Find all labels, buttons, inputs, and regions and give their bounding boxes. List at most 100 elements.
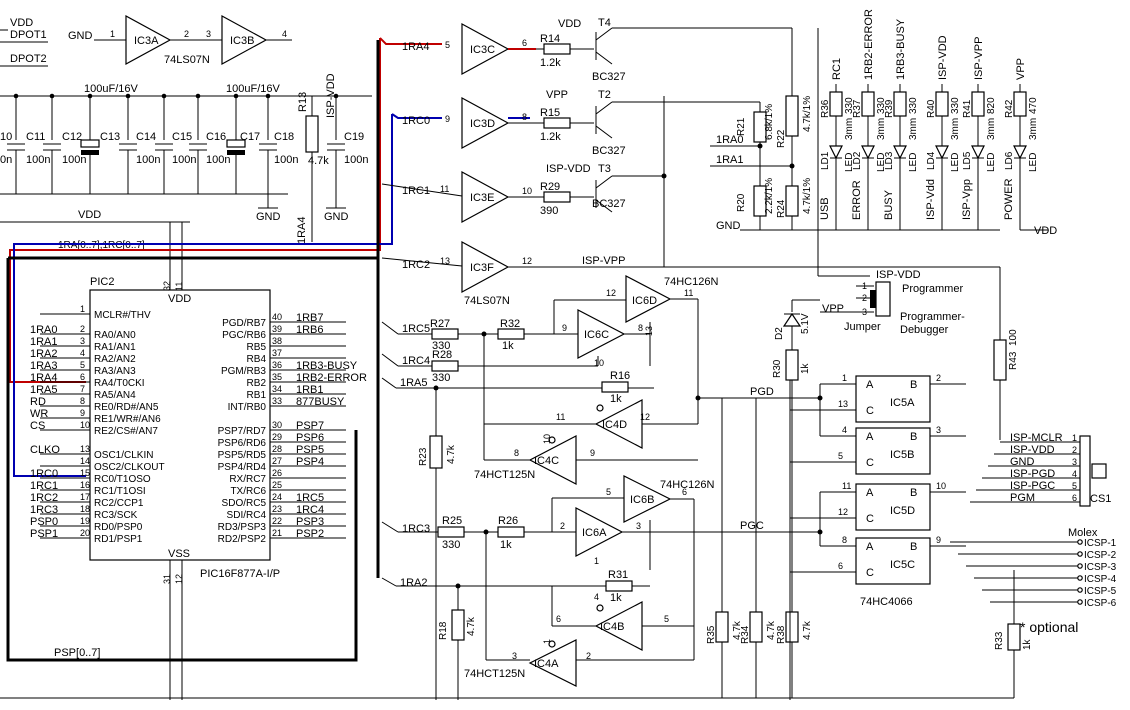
pic2-pin-number: 22 [272, 516, 282, 526]
c15-ref: C15 [172, 131, 192, 143]
pic2-left-net: PSP1 [30, 528, 58, 540]
led-resistor [935, 91, 949, 117]
icsp-pin-label: ICSP-2 [1084, 550, 1117, 561]
pgc-net: PGC [740, 520, 764, 532]
ic6c-pin8: 8 [638, 323, 643, 333]
hc4066-pin-c-number: 12 [838, 507, 848, 517]
ic4b-pin4: 4 [594, 592, 599, 602]
ic3c-label: IC3C [470, 44, 495, 56]
pic2-pin-number: 39 [272, 324, 282, 334]
r30-value: 1k [800, 362, 811, 374]
c14-ref: C14 [136, 131, 156, 143]
r27-resistor [431, 328, 459, 340]
pic2-pin31: 31 [162, 574, 172, 584]
icsp-pin-dot [1077, 587, 1083, 593]
led-word: LED [1028, 153, 1039, 172]
pic2-right-net: 1RB2-ERROR [296, 372, 367, 384]
r33-ref: R33 [994, 631, 1005, 650]
led-resistor-value: 470 [1028, 97, 1039, 114]
pic2-pin-name: MCLR#/THV [94, 310, 151, 321]
r31-ref: R31 [608, 569, 628, 581]
r23-ref: R23 [418, 447, 429, 466]
hc4066-switch [855, 375, 931, 423]
ic6b-part: 74HC126N [660, 479, 714, 491]
t3-isp-vdd: ISP-VDD [546, 163, 591, 175]
pic2-pin-name: OSC1/CLKIN [94, 450, 153, 461]
r23-resistor [429, 435, 443, 469]
ic4d-pin12: 12 [640, 412, 650, 422]
cs1-pin-name: PGM [1010, 492, 1035, 504]
jumper-header[interactable] [875, 281, 891, 317]
pic2-pin-name: RB4 [247, 354, 267, 365]
pgd-rc4: 1RC4 [402, 355, 430, 367]
r20-ref: R20 [736, 193, 747, 212]
ic6b-buffer [623, 475, 672, 523]
pic2-ref: PIC2 [90, 276, 114, 288]
pgd-ra5: 1RA5 [400, 377, 428, 389]
pic2-pin-number: 19 [80, 516, 90, 526]
pic2-right-net: 1RC4 [296, 504, 324, 516]
c16-junction [195, 93, 201, 99]
ic6a-pin3: 3 [636, 521, 641, 531]
led-ref: LD1 [820, 151, 831, 170]
hc4066-pin-c-number: 6 [838, 561, 843, 571]
pulldown-value: 4.7k [732, 620, 743, 640]
r21-ref: R21 [736, 117, 747, 136]
ic3e-pin10: 10 [522, 186, 532, 196]
ic4a-pin1: 1 [542, 639, 552, 644]
ic3e-label: IC3E [470, 192, 494, 204]
pic2-right-net: 1RB3-BUSY [296, 360, 358, 372]
ic6b-pin5: 5 [606, 487, 611, 497]
led-ref: LD2 [852, 151, 863, 170]
led-size: 3mm [1028, 118, 1039, 140]
r16-value: 1k [610, 393, 622, 405]
c15-junction [161, 93, 167, 99]
pgc-rc3: 1RC3 [402, 523, 430, 535]
c16-value: 100n [206, 154, 230, 166]
pulldown-value: 4.7k [766, 620, 777, 640]
icsp-pin-dot [1077, 599, 1083, 605]
led-resistor [893, 91, 907, 117]
ic6d-label: IC6D [632, 295, 657, 307]
led-net-label: 1RB2-ERROR [863, 9, 875, 80]
junction [817, 529, 823, 535]
pic2-pin-number: 33 [272, 396, 282, 406]
ic3c-pin5: 5 [445, 40, 450, 50]
dpot1-label: DPOT1 [10, 29, 47, 41]
jumper-shunt[interactable] [870, 290, 876, 308]
vdd-rail-label: VDD [78, 209, 101, 221]
cs1-rj-icon [1091, 463, 1107, 479]
hc4066-pin-b-label: B [910, 487, 917, 499]
pic2-body [89, 289, 271, 561]
pic2-pin-number: 15 [80, 468, 90, 478]
c18-ref: C18 [274, 131, 294, 143]
pic2-pin-number: 26 [272, 468, 282, 478]
jumper-pin1: 1 [862, 281, 867, 291]
isp-vpp-net: ISP-VPP [582, 255, 625, 267]
dpot2-label: DPOT2 [10, 53, 47, 65]
ic3c-pin6: 6 [522, 38, 527, 48]
pic2-pin-number: 5 [80, 360, 85, 370]
pic2-pin-name: PGC/RB6 [222, 330, 266, 341]
led-resistor-value: 330 [950, 97, 961, 114]
hc4066-switch [855, 483, 931, 531]
ic6d-pin11: 11 [684, 288, 693, 298]
r24-ref: R24 [776, 199, 787, 218]
hc4066-switch-ref: IC5A [890, 397, 915, 409]
drivers: 1RA4 5 IC3C 6 R14 1.2k 1RC0 9 IC3D 8 R15… [381, 17, 1000, 307]
pic2-pin-name: RA1/AN1 [94, 342, 136, 353]
c13-junction [87, 93, 93, 99]
d2-value: 5.1V [800, 313, 811, 334]
led-resistor-value: 820 [986, 97, 997, 114]
r32-resistor [497, 328, 525, 340]
pic16f877a: PIC2 VDD VSS PIC16F877A-I/P 32 11 31 12 … [30, 276, 367, 700]
r22-resistor [785, 95, 799, 137]
ra-rc-bus-label: 1RA[0..7],1RC[0..7] [58, 240, 145, 251]
div-ra1: 1RA1 [716, 154, 744, 166]
r28-value: 330 [432, 372, 450, 384]
pic2-pin-name: RE2/CS#/AN7 [94, 426, 158, 437]
pic2-pin-name: PSP7/RD7 [218, 426, 267, 437]
pic2-pin-number: 27 [272, 456, 282, 466]
hc4066-switch-ref: IC5C [890, 559, 915, 571]
